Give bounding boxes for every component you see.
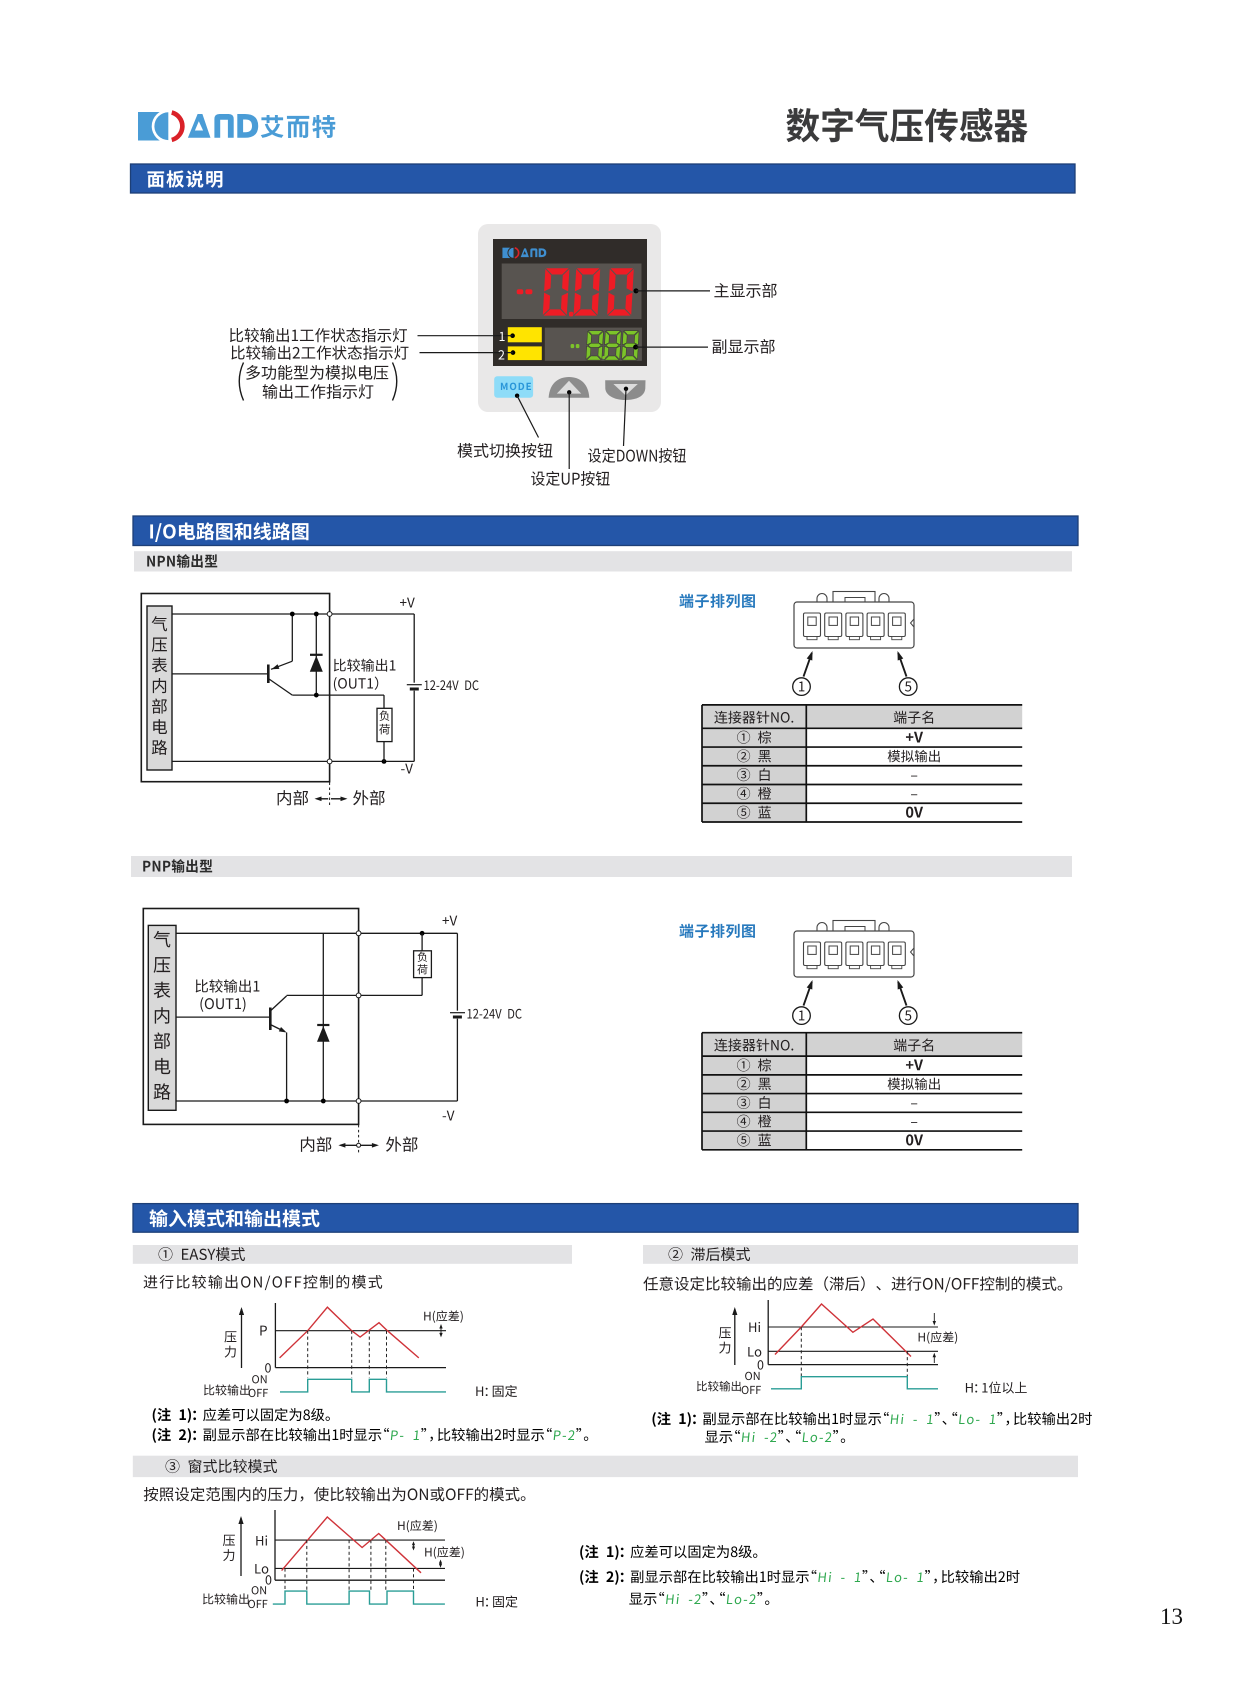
svg-text:13: 13 (1160, 1604, 1183, 1629)
